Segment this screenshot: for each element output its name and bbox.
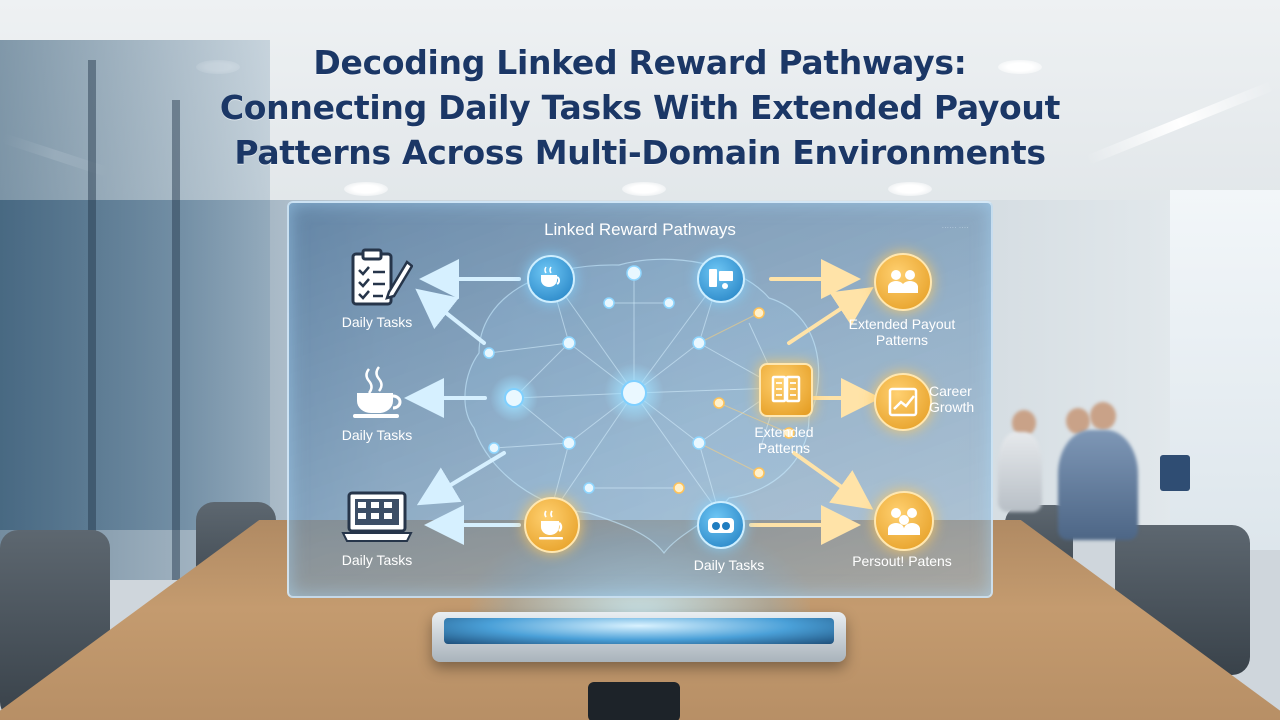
title-line-1: Decoding Linked Reward Pathways:	[313, 43, 967, 82]
tablet-screen	[444, 618, 834, 644]
left-label-1: Daily Tasks	[341, 314, 413, 330]
right-top-line-2: Patterns	[875, 332, 929, 348]
panel-corner-mark: ······ ····	[941, 225, 969, 231]
panel-title: Linked Reward Pathways	[544, 220, 736, 239]
coffee-gold-node	[524, 497, 580, 553]
right-top-line-1: Extended Payout	[848, 316, 956, 332]
person-head	[1012, 410, 1036, 436]
extended-label: Extended	[754, 424, 814, 440]
ceiling-light	[622, 182, 666, 196]
devices-node	[697, 255, 745, 303]
person	[1058, 430, 1138, 540]
ceiling-light	[998, 60, 1042, 74]
center-bottom-label: Daily Tasks	[693, 557, 765, 573]
team-node	[874, 491, 934, 551]
toolkit-icon	[708, 518, 734, 533]
document-stack-icon	[771, 375, 801, 403]
coffee-cup-icon	[353, 366, 402, 418]
window	[1170, 190, 1280, 550]
extended-patterns-label: Extended Patterns	[744, 424, 824, 456]
toolkit-node	[697, 501, 745, 549]
people-group-icon	[888, 270, 918, 293]
laptop-icon	[341, 491, 413, 542]
clipboard-checklist-icon	[351, 248, 413, 306]
team-icon	[888, 508, 920, 535]
network-brain-diagram	[404, 258, 881, 554]
person-head	[1066, 408, 1090, 434]
left-label-2: Daily Tasks	[341, 427, 413, 443]
right-label-top: Extended Payout Patterns	[834, 316, 970, 348]
payout-node	[874, 253, 932, 311]
coffee-cup-icon	[541, 266, 561, 287]
left-label-3: Daily Tasks	[341, 552, 413, 568]
glass-frame	[88, 60, 96, 580]
right-mid-line-1: Career	[929, 383, 972, 399]
extended-patterns-node	[759, 363, 813, 417]
hologram-panel: Linked Reward Pathways ······ ····	[287, 201, 993, 598]
glass-frame	[172, 100, 180, 580]
ceiling-light	[344, 182, 388, 196]
career-growth-node	[874, 373, 932, 431]
title-line-3: Patterns Across Multi-Domain Environment…	[234, 133, 1046, 172]
devices-icon	[709, 269, 733, 289]
right-label-mid: Career Growth	[929, 383, 989, 415]
right-mid-line-2: Growth	[929, 399, 975, 415]
person-head	[1090, 402, 1116, 430]
page-title: Decoding Linked Reward Pathways: Connect…	[140, 40, 1140, 175]
phone	[588, 682, 680, 720]
title-line-2: Connecting Daily Tasks With Extended Pay…	[219, 88, 1061, 127]
person	[998, 432, 1042, 512]
glass-partition	[0, 40, 270, 580]
tablet-projector	[432, 612, 846, 662]
coffee-cup-icon	[539, 510, 563, 540]
right-label-bottom: Persout! Patens	[852, 553, 952, 569]
patterns-label: Patterns	[757, 440, 811, 456]
monitor	[1160, 455, 1190, 491]
growth-chart-icon	[888, 387, 918, 417]
coffee-node	[527, 255, 575, 303]
ceiling-light	[888, 182, 932, 196]
